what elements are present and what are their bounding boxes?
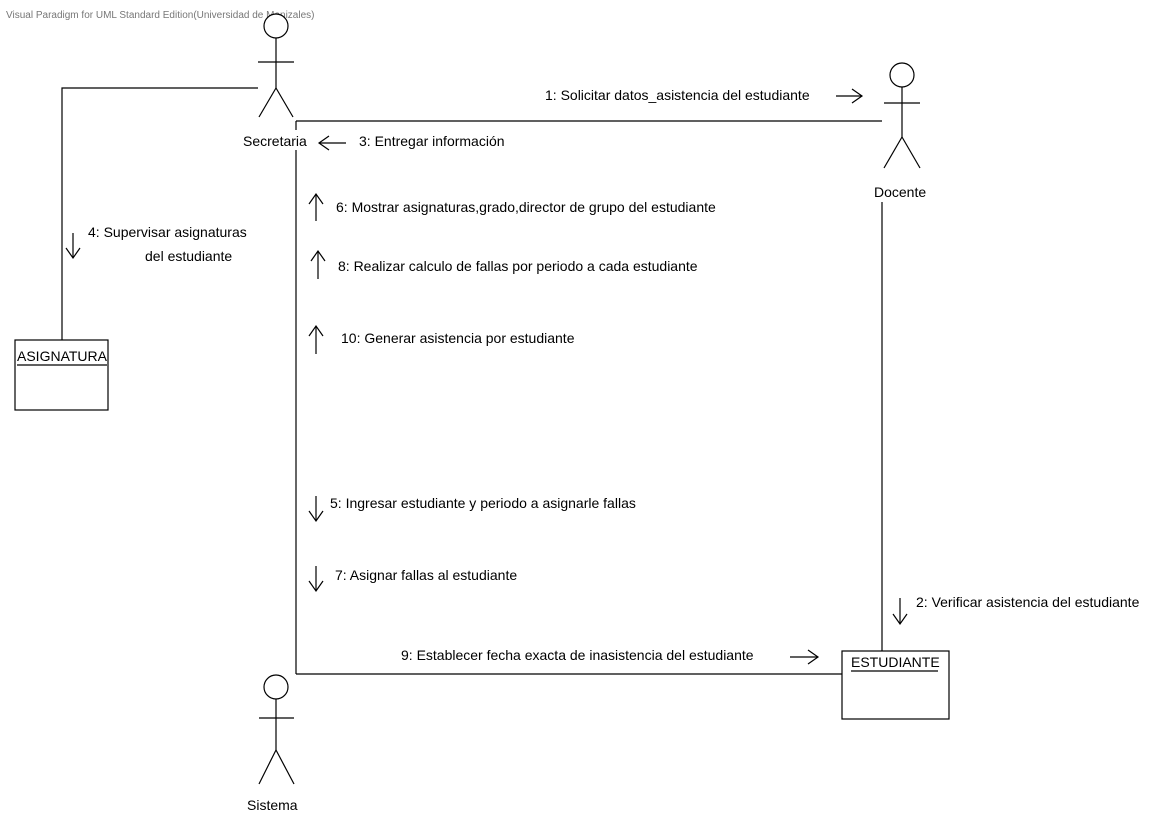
message-10: 10: Generar asistencia por estudiante — [341, 330, 575, 346]
arrow-down-icon — [308, 496, 324, 523]
actor-head-icon — [263, 13, 289, 39]
arrow-up-icon — [308, 192, 324, 221]
message-4-line2: del estudiante — [145, 248, 232, 264]
actor-sistema[interactable] — [258, 674, 295, 785]
link-secretaria-asignatura — [61, 87, 258, 340]
message-4-line1: 4: Supervisar asignaturas — [88, 224, 247, 240]
actor-head-icon — [889, 62, 915, 88]
message-2: 2: Verificar asistencia del estudiante — [916, 594, 1140, 610]
message-9: 9: Establecer fecha exacta de inasistenc… — [401, 647, 754, 663]
actor-secretaria[interactable] — [258, 13, 294, 118]
arrow-up-icon — [308, 324, 324, 354]
message-3: 3: Entregar información — [359, 133, 505, 149]
object-asignatura[interactable]: ASIGNATURA — [14, 339, 109, 411]
estudiante-label: ESTUDIANTE — [851, 654, 940, 670]
arrow-up-icon — [310, 249, 326, 279]
arrow-left-icon — [317, 135, 346, 151]
arrow-down-icon — [892, 598, 908, 626]
message-1: 1: Solicitar datos_asistencia del estudi… — [545, 87, 810, 103]
docente-label-bg — [872, 182, 930, 202]
secretaria-label-bg — [240, 130, 306, 150]
object-estudiante[interactable]: ESTUDIANTE — [841, 650, 950, 720]
watermark-text: Visual Paradigm for UML Standard Edition… — [6, 10, 314, 21]
secretaria-label: Secretaria — [243, 133, 307, 149]
asignatura-label: ASIGNATURA — [17, 348, 108, 364]
actor-head-icon — [263, 674, 289, 700]
arrow-down-icon — [308, 566, 324, 593]
docente-label: Docente — [874, 184, 926, 200]
message-7: 7: Asignar fallas al estudiante — [335, 567, 517, 583]
arrow-right-icon — [836, 88, 864, 104]
actor-docente[interactable] — [883, 62, 921, 169]
arrow-right-icon — [790, 649, 820, 665]
message-6: 6: Mostrar asignaturas,grado,director de… — [336, 199, 716, 215]
message-8: 8: Realizar calculo de fallas por period… — [338, 258, 698, 274]
sistema-label: Sistema — [247, 797, 298, 813]
message-5: 5: Ingresar estudiante y periodo a asign… — [330, 495, 636, 511]
arrow-down-icon — [65, 233, 81, 260]
